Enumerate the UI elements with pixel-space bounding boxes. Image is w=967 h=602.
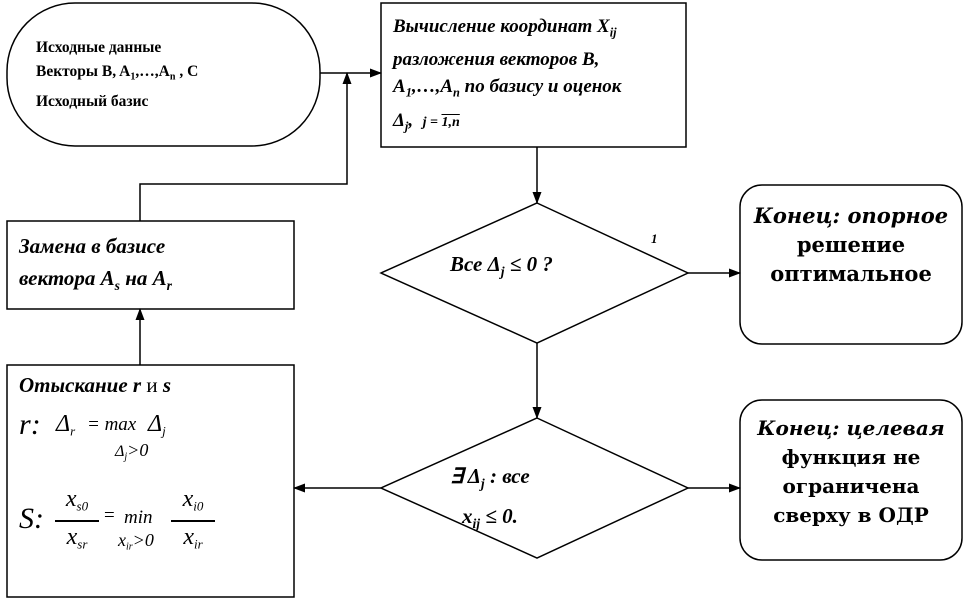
start-line-1: Исходные данные (36, 39, 162, 56)
decision-2-label: ∃ Δj : все xij ≤ 0. (450, 460, 530, 540)
replace-line-1: Замена в базисе (19, 234, 166, 258)
end-optimal-line-2: решение (796, 232, 906, 257)
compute-text: Вычисление координат Xij разложения вект… (393, 13, 621, 140)
compute-line-1: Вычисление координат Xij (393, 16, 617, 40)
r-formula-delta-r: Δr (56, 411, 76, 439)
r-formula-delta-j: Δj (148, 411, 166, 439)
s-formula-condition: xir>0 (118, 530, 154, 553)
decision-2-shape (379, 417, 690, 559)
compute-line-3: A1,…,An по базису и оценок (393, 76, 622, 100)
s-formula-denominator-2: xir (183, 524, 203, 552)
end-optimal-line-1: Конец: опорное (753, 203, 949, 228)
compute-line-2: разложения векторов B, (393, 49, 600, 71)
start-line-2: Векторы B, A1,…,An , C (36, 63, 199, 83)
end-unbounded-line-3: ограничена (782, 474, 920, 498)
end-unbounded-line-2: функция не (781, 445, 921, 469)
s-formula-numerator: xs0 (65, 486, 89, 514)
replace-line-2: вектора As на Ar (19, 266, 172, 293)
arrow-replace-to-start (139, 72, 352, 221)
s-formula-fraction-bar-1 (55, 520, 99, 522)
replace-process-shape (6, 220, 295, 310)
start-terminator-shape (6, 2, 321, 147)
s-formula-denominator: xsr (66, 524, 88, 552)
end-unbounded-shape (739, 399, 963, 561)
decision-1-branch-label: 1 (651, 231, 658, 246)
end-optimal-line-3: оптимальное (770, 261, 932, 286)
r-formula-var: r: (19, 408, 41, 441)
end-optimal-text: Конец: опорное решение оптимальное (740, 201, 962, 288)
end-optimal-shape (739, 184, 963, 345)
compute-process-shape (380, 2, 687, 148)
decision-2-line-1: ∃ Δj : все (450, 464, 530, 491)
search-process-shape (6, 364, 295, 598)
s-formula-numerator-2: xi0 (182, 486, 204, 514)
end-unbounded-text: Конец: целевая функция не ограничена све… (740, 414, 962, 530)
compute-line-4: Δj, j = 1,n (393, 109, 460, 133)
r-formula-eq-max: = max (87, 414, 137, 435)
s-formula-eq: = (104, 505, 115, 526)
s-formula-var: S: (19, 502, 44, 535)
end-unbounded-line-4: сверху в ОДР (773, 503, 929, 527)
search-title: Отыскание r и s (19, 373, 172, 397)
s-formula-min: min (124, 507, 153, 528)
r-formula-condition: Δj>0 (115, 440, 149, 463)
start-text: Исходные данные Векторы B, A1,…,An , C И… (36, 36, 198, 114)
s-formula-fraction-bar-2 (171, 520, 215, 522)
end-unbounded-line-1: Конец: целевая (757, 416, 945, 440)
decision-2-line-2: xij ≤ 0. (462, 503, 518, 531)
start-line-3: Исходный базис (36, 92, 149, 110)
decision-1-label: Все Δj ≤ 0 ? (450, 252, 553, 279)
replace-text: Замена в базисе вектора As на Ar (19, 230, 172, 302)
